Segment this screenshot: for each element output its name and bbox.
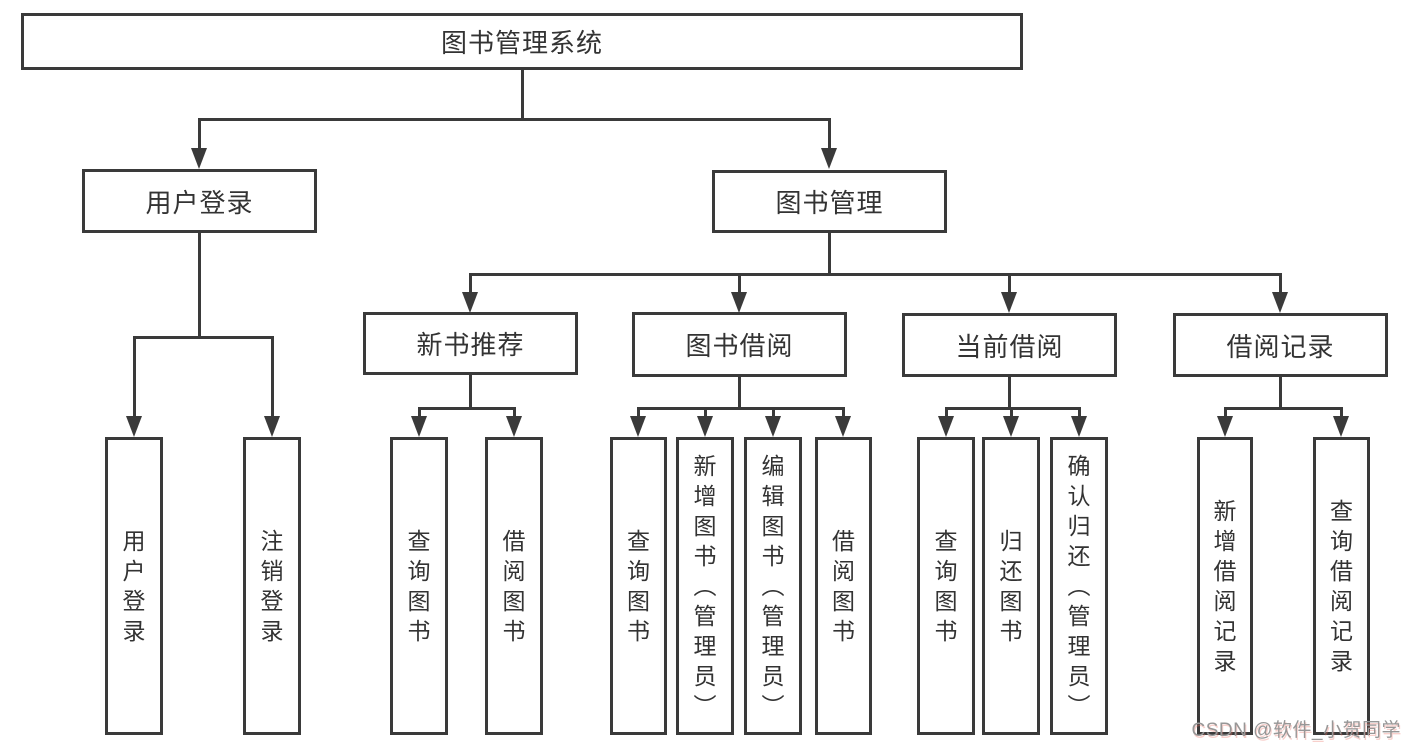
node-label-user-login: 用户登录 bbox=[145, 187, 254, 218]
connector-bar-root bbox=[197, 118, 831, 121]
connector-drop-new-book-recommend-0 bbox=[417, 407, 421, 420]
connector-drop-book-management-1 bbox=[737, 273, 741, 296]
node-current-borrow: 当前借阅 bbox=[902, 313, 1117, 377]
node-label-leaf-borrow-book-1: 借阅图书 bbox=[502, 528, 526, 644]
node-book-borrow: 图书借阅 bbox=[632, 312, 847, 377]
connector-drop-book-borrow-2 bbox=[771, 407, 775, 420]
connector-bar-user-login bbox=[132, 336, 274, 339]
node-label-book-borrow: 图书借阅 bbox=[685, 331, 794, 361]
arrow-down-icon bbox=[506, 416, 522, 437]
connector-stem-new-book-recommend bbox=[468, 375, 472, 410]
arrow-down-icon bbox=[462, 292, 478, 313]
arrow-down-icon bbox=[697, 416, 713, 437]
node-label-leaf-logout: 注销登录 bbox=[260, 528, 284, 644]
node-label-leaf-query-book-1: 查询图书 bbox=[407, 528, 431, 644]
node-label-leaf-query-book-3: 查询图书 bbox=[934, 528, 958, 644]
node-leaf-query-book-3: 查询图书 bbox=[917, 437, 975, 735]
node-borrow-records: 借阅记录 bbox=[1173, 313, 1388, 377]
node-leaf-return-book: 归还图书 bbox=[982, 437, 1040, 735]
arrow-down-icon bbox=[1272, 292, 1288, 313]
connector-drop-book-management-0 bbox=[468, 273, 472, 296]
arrow-down-icon bbox=[630, 416, 646, 437]
node-label-borrow-records: 借阅记录 bbox=[1226, 331, 1335, 362]
connector-stem-borrow-records bbox=[1278, 377, 1282, 410]
arrow-down-icon bbox=[938, 416, 954, 437]
connector-drop-root-0 bbox=[197, 118, 201, 152]
node-leaf-logout: 注销登录 bbox=[243, 437, 301, 735]
arrow-down-icon bbox=[821, 148, 837, 169]
node-root: 图书管理系统 bbox=[21, 13, 1023, 70]
arrow-down-icon bbox=[1001, 292, 1017, 313]
connector-drop-root-1 bbox=[827, 118, 831, 152]
node-leaf-borrow-book-2: 借阅图书 bbox=[815, 437, 872, 735]
connector-stem-current-borrow bbox=[1007, 377, 1011, 410]
connector-bar-book-borrow bbox=[636, 407, 845, 410]
node-book-management: 图书管理 bbox=[712, 170, 947, 233]
arrow-down-icon bbox=[765, 416, 781, 437]
arrow-down-icon bbox=[835, 416, 851, 437]
connector-drop-user-login-1 bbox=[270, 336, 274, 420]
connector-drop-borrow-records-0 bbox=[1223, 407, 1227, 420]
connector-drop-new-book-recommend-1 bbox=[512, 407, 516, 420]
connector-drop-book-borrow-1 bbox=[703, 407, 707, 420]
node-label-root: 图书管理系统 bbox=[440, 28, 603, 58]
node-label-leaf-return-book: 归还图书 bbox=[999, 528, 1023, 644]
node-user-login: 用户登录 bbox=[82, 169, 317, 233]
connector-drop-current-borrow-1 bbox=[1009, 407, 1013, 420]
arrow-down-icon bbox=[191, 148, 207, 169]
node-label-leaf-edit-book-admin: 编辑图书︵管理员︶ bbox=[761, 453, 785, 719]
arrow-down-icon bbox=[126, 416, 142, 437]
watermark: CSDN @软件_小贺同学 bbox=[1191, 720, 1401, 741]
arrow-down-icon bbox=[1071, 416, 1087, 437]
node-new-book-recommend: 新书推荐 bbox=[363, 312, 578, 375]
connector-drop-book-borrow-3 bbox=[841, 407, 845, 420]
connector-drop-book-management-3 bbox=[1278, 273, 1282, 296]
connector-drop-user-login-0 bbox=[132, 336, 136, 420]
connector-bar-book-management bbox=[468, 273, 1282, 276]
node-leaf-query-book-2: 查询图书 bbox=[610, 437, 667, 735]
node-label-leaf-user-login: 用户登录 bbox=[122, 528, 146, 644]
node-label-leaf-add-record: 新增借阅记录 bbox=[1213, 498, 1237, 674]
node-label-leaf-borrow-book-2: 借阅图书 bbox=[832, 528, 855, 644]
arrow-down-icon bbox=[731, 292, 747, 313]
arrow-down-icon bbox=[411, 416, 427, 437]
arrow-down-icon bbox=[1333, 416, 1349, 437]
node-label-leaf-confirm-return: 确认归还︵管理员︶ bbox=[1067, 453, 1091, 719]
node-label-leaf-query-book-2: 查询图书 bbox=[627, 528, 650, 644]
connector-stem-user-login bbox=[197, 233, 201, 339]
connector-drop-book-management-2 bbox=[1007, 273, 1011, 296]
connector-bar-current-borrow bbox=[944, 407, 1081, 410]
node-label-leaf-add-book-admin: 新增图书︵管理员︶ bbox=[693, 453, 717, 719]
connector-bar-new-book-recommend bbox=[417, 407, 516, 410]
arrow-down-icon bbox=[1003, 416, 1019, 437]
node-leaf-query-record: 查询借阅记录 bbox=[1313, 437, 1370, 735]
node-leaf-confirm-return: 确认归还︵管理员︶ bbox=[1050, 437, 1108, 735]
node-leaf-add-record: 新增借阅记录 bbox=[1197, 437, 1253, 735]
node-leaf-borrow-book-1: 借阅图书 bbox=[485, 437, 543, 735]
node-label-new-book-recommend: 新书推荐 bbox=[416, 330, 525, 360]
connector-bar-borrow-records bbox=[1223, 407, 1343, 410]
node-leaf-query-book-1: 查询图书 bbox=[390, 437, 448, 735]
connector-drop-book-borrow-0 bbox=[636, 407, 640, 420]
connector-stem-book-management bbox=[827, 233, 831, 276]
connector-stem-book-borrow bbox=[737, 377, 741, 410]
connector-stem-root bbox=[520, 70, 524, 121]
node-leaf-edit-book-admin: 编辑图书︵管理员︶ bbox=[744, 437, 802, 735]
arrow-down-icon bbox=[1217, 416, 1233, 437]
node-label-leaf-query-record: 查询借阅记录 bbox=[1330, 498, 1353, 674]
node-label-book-management: 图书管理 bbox=[775, 188, 884, 218]
node-leaf-add-book-admin: 新增图书︵管理员︶ bbox=[676, 437, 734, 735]
connector-drop-current-borrow-0 bbox=[944, 407, 948, 420]
node-leaf-user-login: 用户登录 bbox=[105, 437, 163, 735]
arrow-down-icon bbox=[264, 416, 280, 437]
node-label-current-borrow: 当前借阅 bbox=[955, 331, 1064, 362]
connector-drop-current-borrow-2 bbox=[1077, 407, 1081, 420]
connector-drop-borrow-records-1 bbox=[1339, 407, 1343, 420]
